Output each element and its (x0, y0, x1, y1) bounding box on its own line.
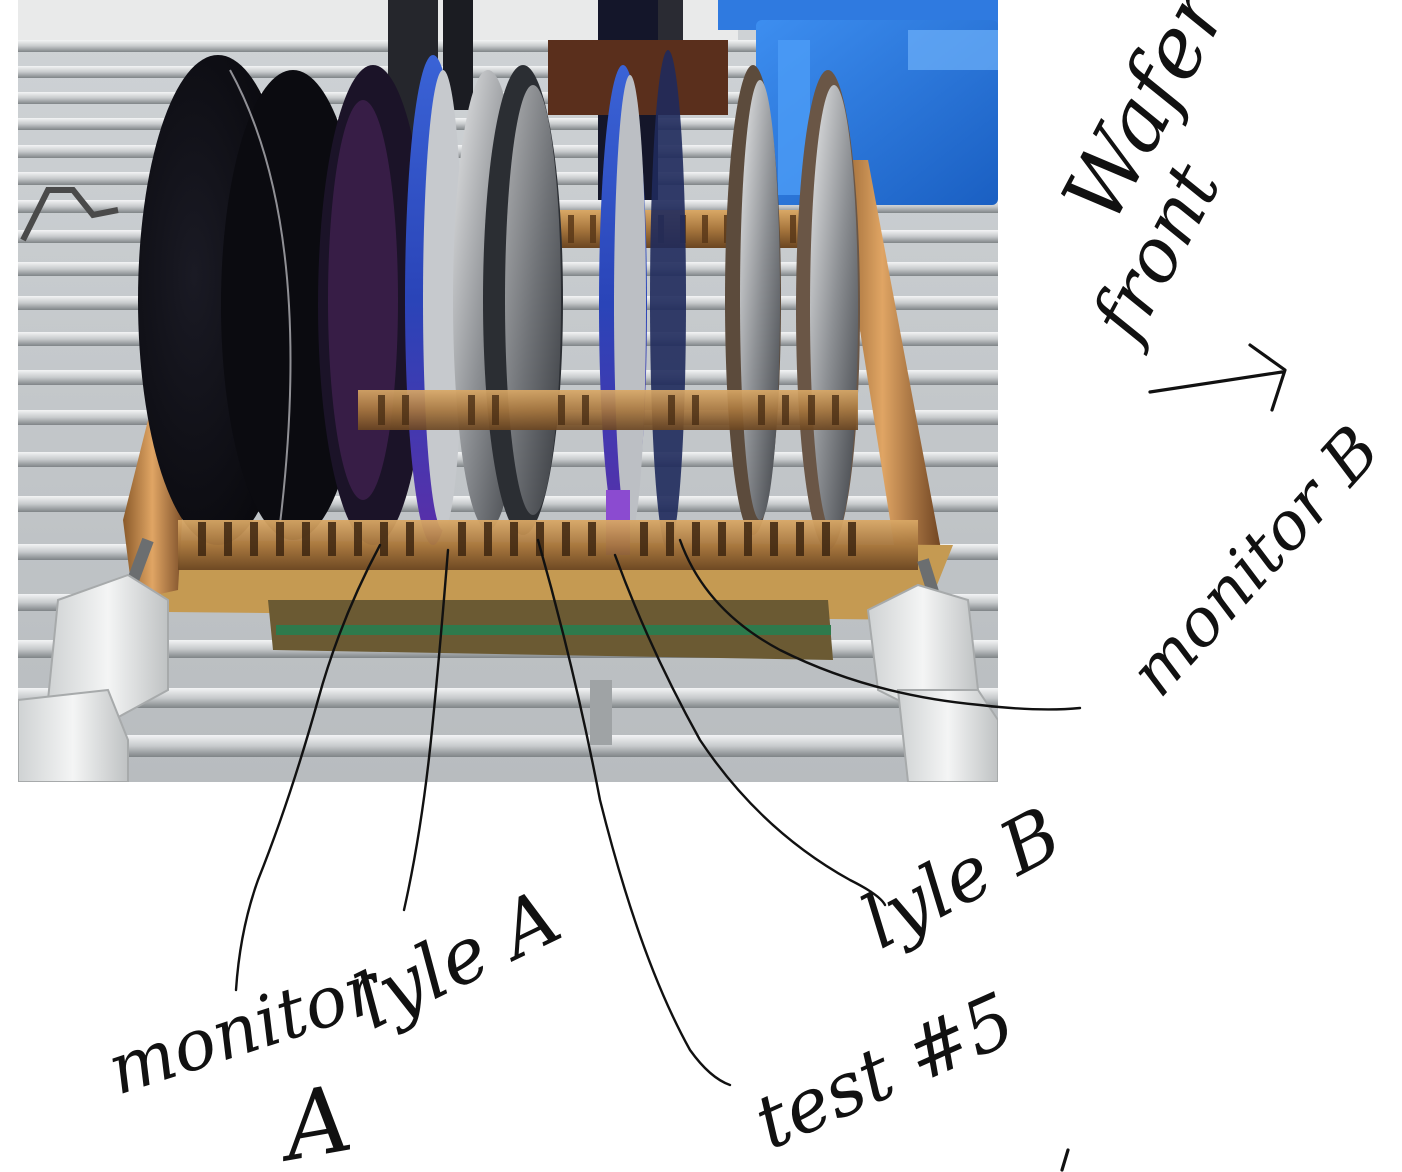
front-arrow (1148, 343, 1287, 412)
label-monitor-b: monitor B (1115, 412, 1395, 711)
wafers (138, 50, 860, 555)
wafer-rack-photo (18, 0, 998, 782)
label-monitor-a-line2: A (267, 1065, 359, 1172)
stray-pen-mark (1060, 1148, 1070, 1172)
label-lyle-b: lyle B (848, 791, 1075, 966)
label-monitor-a-line1: monitor (98, 946, 393, 1112)
label-wafer-front-line2: front (1073, 150, 1238, 358)
label-lyle-a: lyle A (341, 872, 574, 1046)
label-wafer-front-line1: Wafer (1043, 0, 1249, 237)
label-test-5: test #5 (742, 976, 1027, 1166)
